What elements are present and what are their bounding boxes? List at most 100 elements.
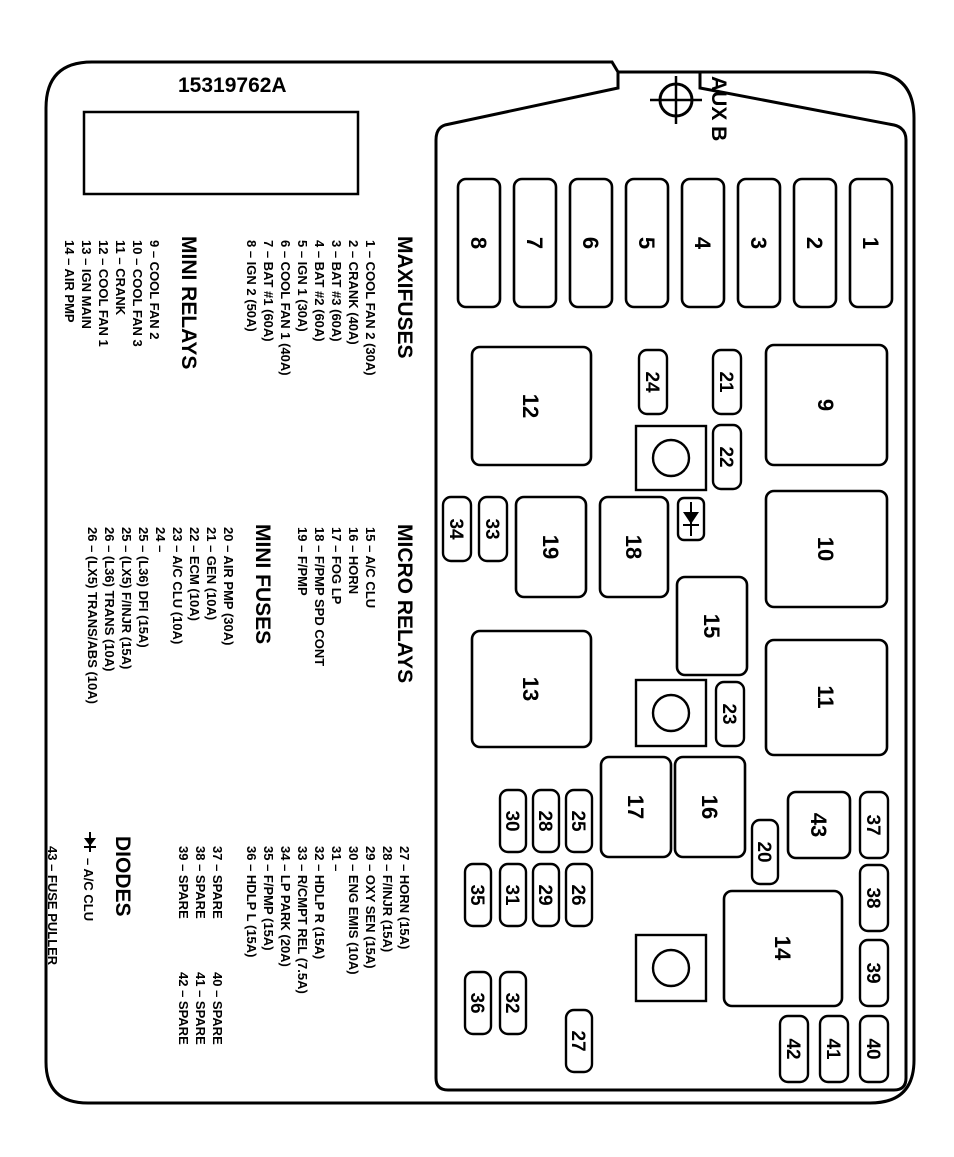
maxifuse-4[interactable]: 4 [680,177,726,309]
fuse-puller-43[interactable]: 43 [786,790,852,860]
svg-text:37: 37 [862,814,883,835]
maxifuse-5[interactable]: 5 [624,177,670,309]
mini-fuse-legend-25a: 25 – (L36) DFI (15A) [136,527,151,648]
svg-text:7: 7 [522,237,547,249]
svg-text:11: 11 [813,685,838,708]
svg-text:8: 8 [466,237,491,249]
mini-fuse-31[interactable]: 31 [498,862,528,928]
mini-relay-legend-12: 12 – COOL FAN 1 [96,240,111,347]
svg-text:2: 2 [802,237,827,249]
svg-text:35: 35 [466,884,487,906]
mini-fuse-legend-35: 35 – F/PMP (15A) [261,846,276,951]
mini-fuse-33[interactable]: 33 [477,495,509,563]
svg-text:28: 28 [534,810,555,831]
maxifuse-legend-5: 5 – IGN 1 (30A) [295,240,310,332]
maxifuse-2[interactable]: 2 [792,177,838,309]
mini-fuse-legend-30: 30 – ENG EMIS (10A) [346,846,361,975]
micro-relay-16[interactable]: 16 [673,755,747,859]
svg-text:21: 21 [715,371,736,393]
micro-relay-15[interactable]: 15 [675,575,749,677]
relay-10[interactable]: 10 [764,489,889,609]
mini-fuse-26[interactable]: 26 [564,862,594,928]
mini-fuse-legend-21: 21 – GEN (10A) [204,527,219,620]
svg-text:12: 12 [518,394,543,418]
svg-text:26: 26 [567,884,588,905]
svg-text:29: 29 [534,884,555,905]
maxifuse-legend-2: 2 – CRANK (40A) [346,240,361,345]
svg-text:10: 10 [813,537,838,561]
svg-text:33: 33 [481,518,502,539]
relay-12[interactable]: 12 [470,345,593,467]
mini-fuse-legend-39: 39 – SPARE [176,846,191,919]
mini-fuse-40[interactable]: 40 [858,1014,890,1084]
mini-fuse-25[interactable]: 25 [564,788,594,854]
micro-relay-legend-19: 19 – F/PMP [295,527,310,596]
micro-relay-17[interactable]: 17 [599,755,673,859]
maxifuse-legend-3: 3 – BAT #3 (60A) [329,240,344,342]
mini-fuse-41[interactable]: 41 [818,1014,850,1084]
mini-fuse-legend-25b: 25 – (LX5) F/INJR (15A) [119,527,134,669]
mini-fuse-36[interactable]: 36 [463,970,493,1036]
svg-text:20: 20 [753,841,774,862]
maxifuse-8[interactable]: 8 [456,177,502,309]
mini-fuse-37[interactable]: 37 [858,790,890,860]
inner-fuse-block [434,72,908,1092]
svg-text:22: 22 [715,446,736,467]
maxifuse-1[interactable]: 1 [848,177,894,309]
mini-fuses-heading: MINI FUSES [251,524,274,644]
mini-fuse-legend-29: 29 – OXY SEN (15A) [363,846,378,969]
micro-relay-legend-17: 17 – FOG LP [329,527,344,605]
svg-text:5: 5 [634,237,659,249]
svg-text:9: 9 [813,399,838,411]
micro-relay-19[interactable]: 19 [514,495,588,599]
outer-panel [44,60,916,1105]
mini-fuse-legend-38: 38 – SPARE [193,846,208,919]
maxifuse-legend-1: 1 – COOL FAN 2 (30A) [363,240,378,376]
mini-fuse-21[interactable]: 21 [711,348,743,416]
mini-fuse-30[interactable]: 30 [498,788,528,854]
mini-fuse-32[interactable]: 32 [498,970,528,1036]
svg-text:34: 34 [445,518,466,540]
mini-fuse-27[interactable]: 27 [564,1008,594,1074]
mini-fuse-38[interactable]: 38 [858,863,890,933]
mini-relay-legend-14: 14 – AIR PMP [62,240,77,323]
micro-relay-18[interactable]: 18 [598,495,670,599]
mini-fuse-legend-33: 33 – R/CMPT REL (7.5A) [295,846,310,994]
mini-fuse-legend-24: 24 – [153,527,168,552]
svg-text:17: 17 [623,795,648,819]
svg-text:23: 23 [718,703,739,724]
relay-13[interactable]: 13 [470,629,593,749]
mini-fuse-42[interactable]: 42 [778,1014,810,1084]
mini-relay-legend-9: 9 – COOL FAN 2 [147,240,162,339]
mini-fuse-24[interactable]: 24 [637,348,669,416]
maxifuse-3[interactable]: 3 [736,177,782,309]
maxifuses-heading: MAXIFUSES [393,236,416,359]
aux-b-label: AUX B [707,76,730,141]
relay-11[interactable]: 11 [764,638,889,757]
svg-text:15: 15 [699,614,724,638]
maxifuse-7[interactable]: 7 [512,177,558,309]
mini-fuse-34[interactable]: 34 [441,495,473,563]
svg-text:14: 14 [770,936,795,961]
svg-text:39: 39 [862,962,883,983]
mini-fuse-22[interactable]: 22 [711,423,743,491]
relay-14[interactable]: 14 [722,889,844,1008]
fuse-puller-legend: 43 – FUSE PULLER [45,846,60,966]
mini-fuse-20[interactable]: 20 [750,818,780,886]
mini-fuse-39[interactable]: 39 [858,938,890,1008]
micro-relay-legend-16: 16 – HORN [346,527,361,594]
mini-fuse-29[interactable]: 29 [531,862,561,928]
mini-fuse-35[interactable]: 35 [463,862,493,928]
mini-fuse-28[interactable]: 28 [531,788,561,854]
mini-fuse-legend-36: 36 – HDLP L (15A) [244,846,259,958]
svg-text:24: 24 [641,371,662,393]
maxifuse-6[interactable]: 6 [568,177,614,309]
svg-text:38: 38 [862,887,883,908]
svg-text:16: 16 [697,795,722,819]
relay-9[interactable]: 9 [764,343,889,467]
mini-fuse-23[interactable]: 23 [714,680,746,748]
svg-text:36: 36 [466,992,487,1013]
diode-slot-icon [676,496,706,542]
